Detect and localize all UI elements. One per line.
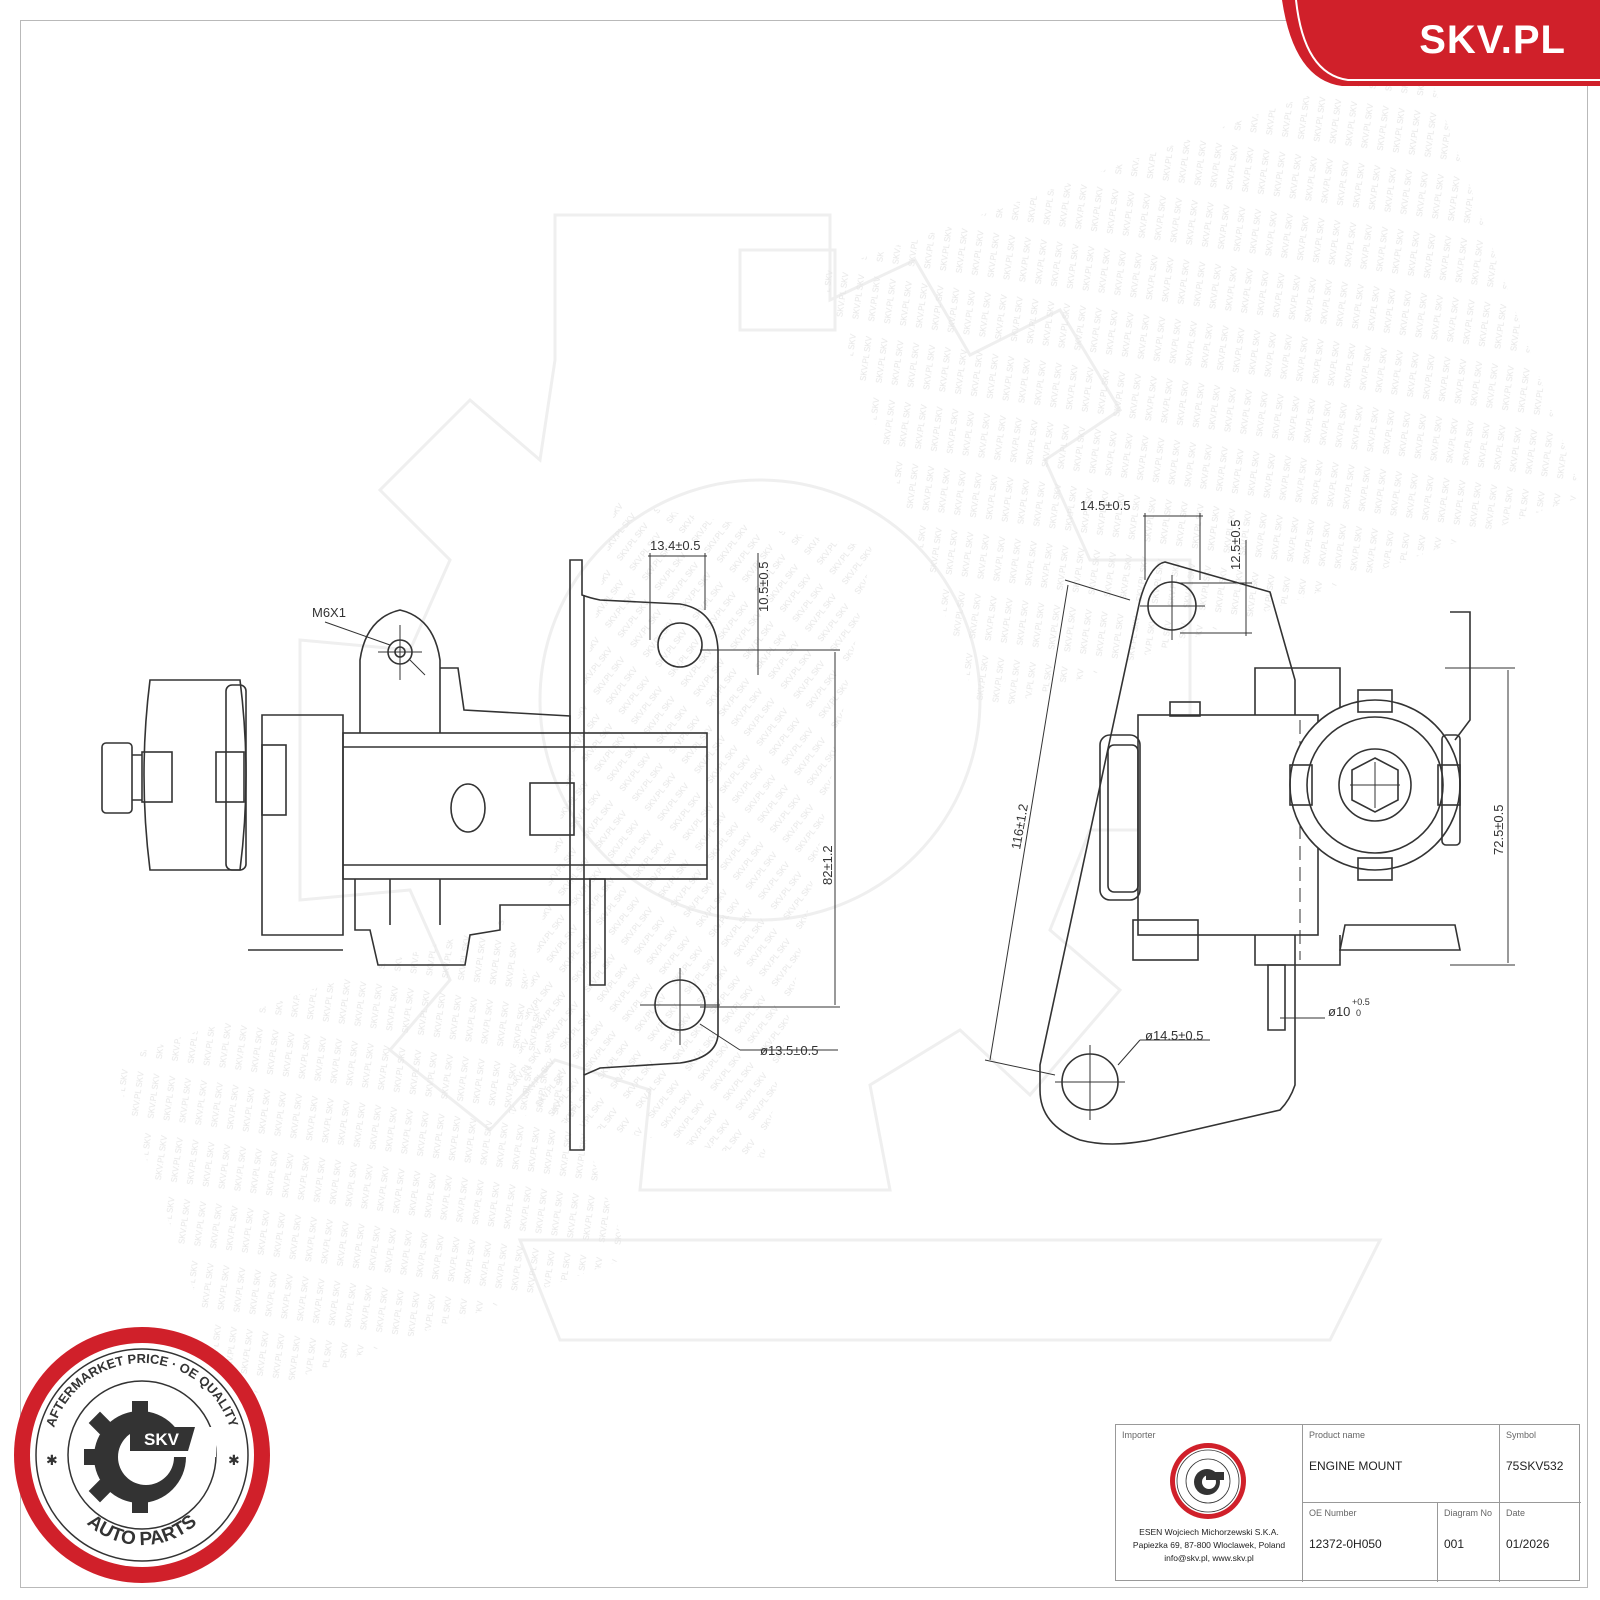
dim-14-5: 14.5±0.5 xyxy=(1080,498,1131,513)
dim-pin-tol-lower: 0 xyxy=(1356,1008,1361,1018)
left-dimensions xyxy=(324,553,840,1051)
right-view xyxy=(1039,561,1471,1145)
watermark-text-band xyxy=(111,54,1583,1401)
brand-logo-text: SKV.PL xyxy=(1419,18,1566,62)
dim-82: 82±1.2 xyxy=(820,845,835,885)
date-label: Date xyxy=(1506,1508,1526,1518)
product-name: ENGINE MOUNT xyxy=(1309,1459,1403,1473)
symbol-label: Symbol xyxy=(1506,1430,1537,1440)
dim-10-5: 10.5±0.5 xyxy=(756,561,771,612)
oe-number: 12372-0H050 xyxy=(1309,1537,1382,1551)
dim-13-4: 13.4±0.5 xyxy=(650,538,701,553)
dim-pin-10: ø10 xyxy=(1328,1004,1350,1019)
importer-cell: Importer ESEN Wojciech Michorzewski S.K.… xyxy=(1116,1425,1303,1582)
right-bracket xyxy=(1039,561,1296,1145)
dim-72-5: 72.5±0.5 xyxy=(1491,804,1506,855)
dim-12-5: 12.5±0.5 xyxy=(1228,519,1243,570)
diagram-no: 001 xyxy=(1444,1537,1465,1551)
diagram-no-label: Diagram No xyxy=(1444,1508,1493,1518)
badge-center-text: SKV xyxy=(144,1430,180,1449)
importer-label: Importer xyxy=(1122,1430,1156,1440)
date-value: 01/2026 xyxy=(1506,1537,1550,1551)
dim-14-5-hole: ø14.5±0.5 xyxy=(1145,1028,1203,1043)
oe-number-cell: OE Number 12372-0H050 xyxy=(1303,1503,1438,1582)
dim-13-5: ø13.5±0.5 xyxy=(760,1043,818,1058)
diagram-no-cell: Diagram No 001 xyxy=(1438,1503,1500,1582)
oe-number-label: OE Number xyxy=(1309,1508,1357,1518)
drawing-frame xyxy=(20,20,1588,1588)
brand-tab xyxy=(1282,0,1600,86)
dim-pin-tol-upper: +0.5 xyxy=(1352,997,1370,1007)
right-dim-labels: 14.5±0.5 12.5±0.5 116±1.2 72.5±0.5 ø14.5… xyxy=(1008,498,1506,1043)
svg-text:✱: ✱ xyxy=(228,1452,240,1468)
right-dimensions xyxy=(984,513,1515,1076)
symbol-cell: Symbol 75SKV532 xyxy=(1500,1425,1581,1503)
importer-line-1: ESEN Wojciech Michorzewski S.K.A. xyxy=(1139,1527,1279,1537)
left-dim-labels: M6X1 13.4±0.5 10.5±0.5 82±1.2 ø13.5±0.5 xyxy=(312,538,835,1058)
left-upper-hole xyxy=(657,622,703,668)
symbol-value: 75SKV532 xyxy=(1506,1459,1564,1473)
date-cell: Date 01/2026 xyxy=(1500,1503,1581,1582)
right-housing xyxy=(1137,714,1319,936)
product-name-cell: Product name ENGINE MOUNT xyxy=(1303,1425,1500,1503)
product-name-label: Product name xyxy=(1309,1430,1366,1440)
left-tab xyxy=(359,609,441,733)
dim-116: 116±1.2 xyxy=(1008,803,1031,851)
importer-logo xyxy=(1170,1443,1246,1519)
left-mount-plate xyxy=(569,559,719,1151)
skv-quality-badge: SKV AFTERMARKET PRICE · OE QUALITY AUTO … xyxy=(14,1327,270,1583)
title-block: Importer ESEN Wojciech Michorzewski S.K.… xyxy=(1115,1424,1581,1582)
left-bushing xyxy=(143,679,247,871)
importer-line-2: Papiezka 69, 87-800 Wloclawek, Poland xyxy=(1132,1540,1286,1550)
dim-m6x1: M6X1 xyxy=(312,605,346,620)
left-view xyxy=(101,559,720,1151)
importer-line-3: info@skv.pl, www.skv.pl xyxy=(1164,1553,1254,1563)
svg-text:✱: ✱ xyxy=(46,1452,58,1468)
